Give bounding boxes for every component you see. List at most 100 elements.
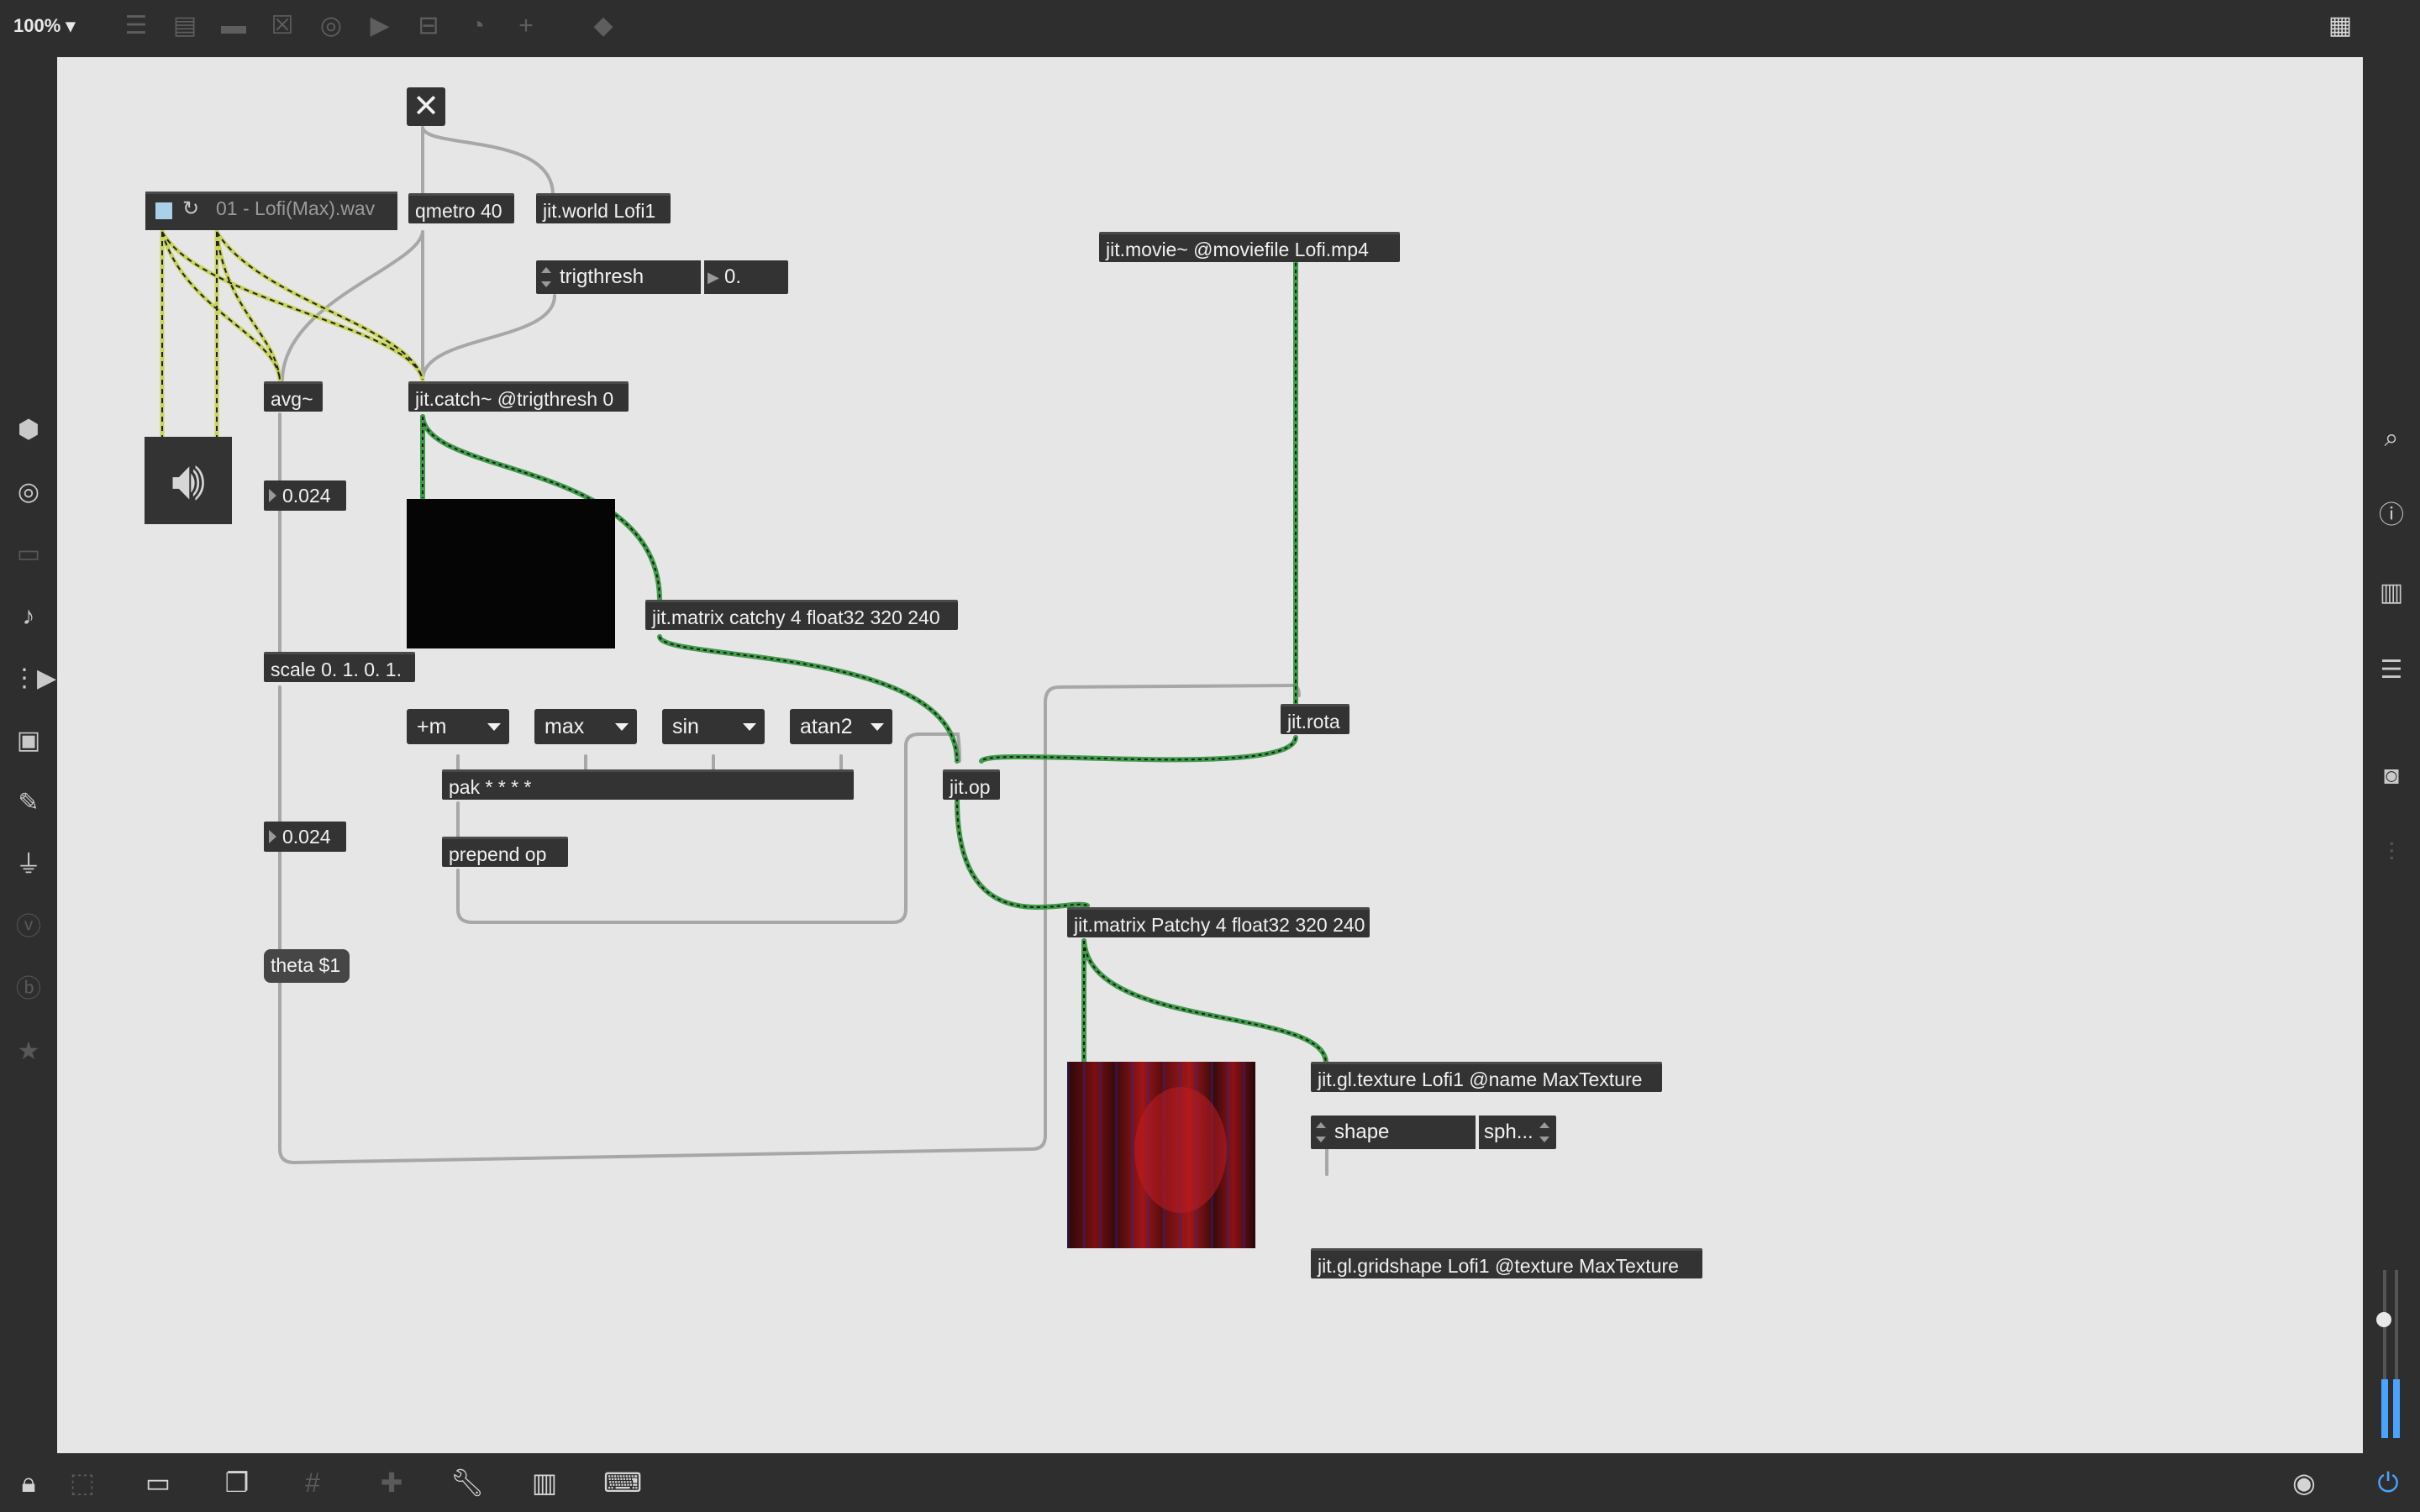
paint-icon[interactable]: ◆ [593, 12, 613, 39]
patchy-to-texture-cord[interactable] [1081, 938, 1328, 1066]
toggle-button[interactable]: ✕ [407, 87, 445, 126]
image-icon[interactable]: ▣ [16, 727, 41, 754]
scaled-number-box[interactable]: 0.024 [264, 822, 346, 852]
volume-slider-knob[interactable] [2376, 1312, 2391, 1327]
playlist-object[interactable]: ↻ 01 - Lofi(Max).wav [145, 192, 397, 230]
pak-object[interactable]: pak * * * * [442, 769, 854, 800]
theta-message[interactable]: theta $1 [264, 949, 350, 983]
jit-gl-gridshape-object[interactable]: jit.gl.gridshape Lofi1 @texture MaxTextu… [1311, 1248, 1702, 1278]
avg-number-box[interactable]: 0.024 [264, 480, 346, 511]
speaker-icon: 🔊︎ [171, 450, 206, 511]
info-icon[interactable]: ⓘ [2379, 501, 2404, 529]
shape-label: shape [1334, 1121, 1390, 1143]
shape-value: sph... [1484, 1121, 1534, 1143]
toggle-to-world-cord[interactable] [421, 126, 555, 197]
grid-view-icon[interactable]: ▦ [2328, 12, 2353, 39]
zoom-selector[interactable]: 100% ▾ [13, 15, 76, 36]
jit-rota-object[interactable]: jit.rota [1281, 704, 1349, 734]
audio-cord-5[interactable] [160, 229, 425, 382]
paperclip-icon[interactable]: ✎ [18, 789, 39, 816]
power-icon[interactable]: ⏻ [2377, 1467, 2399, 1498]
stepper-icon [1539, 1122, 1549, 1142]
jit-matrix-catchy-object[interactable]: jit.matrix catchy 4 float32 320 240 [645, 600, 958, 630]
matrix-to-op-cord[interactable] [657, 634, 960, 764]
jit-gl-texture-object[interactable]: jit.gl.texture Lofi1 @name MaxTexture [1311, 1062, 1662, 1092]
patch-cords [160, 126, 1328, 1176]
presentation-icon[interactable]: ▭ [145, 1467, 171, 1498]
lock-icon[interactable]: 🔒︎ [21, 1467, 36, 1498]
edit-mode-icon[interactable]: ⬚ [69, 1467, 96, 1498]
chevron-down-icon [615, 723, 629, 731]
jit-movie-object[interactable]: jit.movie~ @moviefile Lofi.mp4 [1099, 232, 1400, 262]
grid-icon[interactable]: # [305, 1467, 320, 1498]
trigthresh-value: 0. [724, 265, 742, 288]
video-clip-icon[interactable]: ⋮▶ [12, 664, 57, 692]
jit-op-object[interactable]: jit.op [943, 769, 1000, 800]
button-icon[interactable]: ◎ [319, 12, 343, 39]
play-icon[interactable]: ▶ [370, 12, 390, 39]
mixer-icon[interactable]: ⫶ [2388, 839, 2395, 867]
shape-attrui[interactable]: shape sph... [1311, 1116, 1556, 1149]
reference-icon[interactable]: ▥ [2379, 579, 2404, 606]
value-arrow-icon: ▶ [708, 269, 719, 286]
wrench-icon[interactable]: 🔧︎ [450, 1467, 485, 1498]
stop-icon[interactable] [155, 202, 172, 219]
piano-icon[interactable]: ▥ [531, 1467, 558, 1498]
music-note-icon[interactable]: ♪ [22, 602, 35, 630]
scale-object[interactable]: scale 0. 1. 0. 1. [264, 652, 415, 682]
menu-label: +m [417, 715, 447, 738]
avg-object[interactable]: avg~ [264, 381, 323, 412]
menu-label: max [544, 715, 585, 738]
media-icon[interactable]: ▭ [16, 540, 41, 568]
trigthresh-label: trigthresh [560, 265, 644, 288]
comment-icon[interactable]: ▬ [221, 12, 246, 39]
operator-menu-1[interactable]: +m [407, 709, 509, 744]
qmetro-to-avg-cord[interactable] [281, 230, 424, 381]
prepend-object[interactable]: prepend op [442, 837, 568, 867]
search-icon[interactable]: ⌕ [2384, 424, 2399, 452]
slider-icon[interactable]: ⊟ [418, 12, 439, 39]
window-icon[interactable]: ❐ [224, 1467, 250, 1498]
qmetro-object[interactable]: qmetro 40 [408, 193, 514, 223]
zoom-value: 100% [13, 15, 61, 36]
rota-to-op-cord[interactable] [979, 735, 1298, 764]
chevron-down-icon [487, 723, 501, 731]
add-object-icon[interactable]: + [518, 12, 534, 39]
keyboard-icon[interactable]: ⌨ [603, 1467, 643, 1498]
catch-preview-window [407, 499, 615, 648]
operator-menu-2[interactable]: max [534, 709, 637, 744]
right-sidebar: ⌕ ⓘ ▥ ☰ ◙ ⫶ [2363, 57, 2420, 1453]
circle-target-icon[interactable]: ◎ [17, 478, 40, 506]
plugin-icon[interactable]: ⏚ [16, 851, 41, 879]
prepend-to-op-cord[interactable] [456, 732, 961, 924]
star-icon[interactable]: ★ [17, 1037, 40, 1065]
patcher-canvas[interactable]: ✕ ↻ 01 - Lofi(Max).wav qmetro 40 jit.wor… [57, 57, 2363, 1453]
jit-matrix-patchy-object[interactable]: jit.matrix Patchy 4 float32 320 240 [1067, 907, 1370, 937]
dial-icon[interactable]: ◔ [469, 12, 486, 39]
ezdac-speaker[interactable]: 🔊︎ [145, 437, 232, 524]
menu-label: sin [672, 715, 699, 738]
audio-cord-6[interactable] [214, 229, 425, 382]
op-to-patchy-cord[interactable] [954, 795, 1090, 911]
transport-icon[interactable]: ◉ [2292, 1467, 2316, 1498]
toggle-icon[interactable]: ☒ [271, 12, 294, 39]
operator-menu-3[interactable]: sin [662, 709, 765, 744]
video-preview-window [1067, 1062, 1255, 1248]
stepper-icon [1316, 1122, 1326, 1142]
vizzie-icon[interactable]: ⓥ [16, 913, 41, 941]
loop-icon[interactable]: ↻ [182, 197, 200, 220]
jit-world-object[interactable]: jit.world Lofi1 [536, 193, 671, 223]
comment-mode-icon[interactable]: ▤ [172, 12, 197, 39]
snapshot-icon[interactable]: ◙ [2383, 762, 2400, 790]
list-icon[interactable]: ☰ [2380, 656, 2403, 684]
jit-catch-object[interactable]: jit.catch~ @trigthresh 0 [408, 381, 629, 412]
output-meter[interactable] [2376, 1270, 2405, 1438]
package-icon[interactable]: ⬢ [17, 416, 40, 444]
trigthresh-attrui[interactable]: trigthresh ▶ 0. [536, 260, 788, 294]
operator-menu-4[interactable]: atan2 [790, 709, 892, 744]
left-sidebar: ⬢ ◎ ▭ ♪ ⋮▶ ▣ ✎ ⏚ ⓥ ⓑ ★ [0, 57, 57, 1453]
bpatcher-icon[interactable]: ⓑ [16, 975, 41, 1003]
trigthresh-to-catch-cord[interactable] [421, 294, 556, 381]
add-icon[interactable]: ✚ [380, 1467, 403, 1498]
presentation-icon[interactable]: ☰ [124, 12, 148, 39]
